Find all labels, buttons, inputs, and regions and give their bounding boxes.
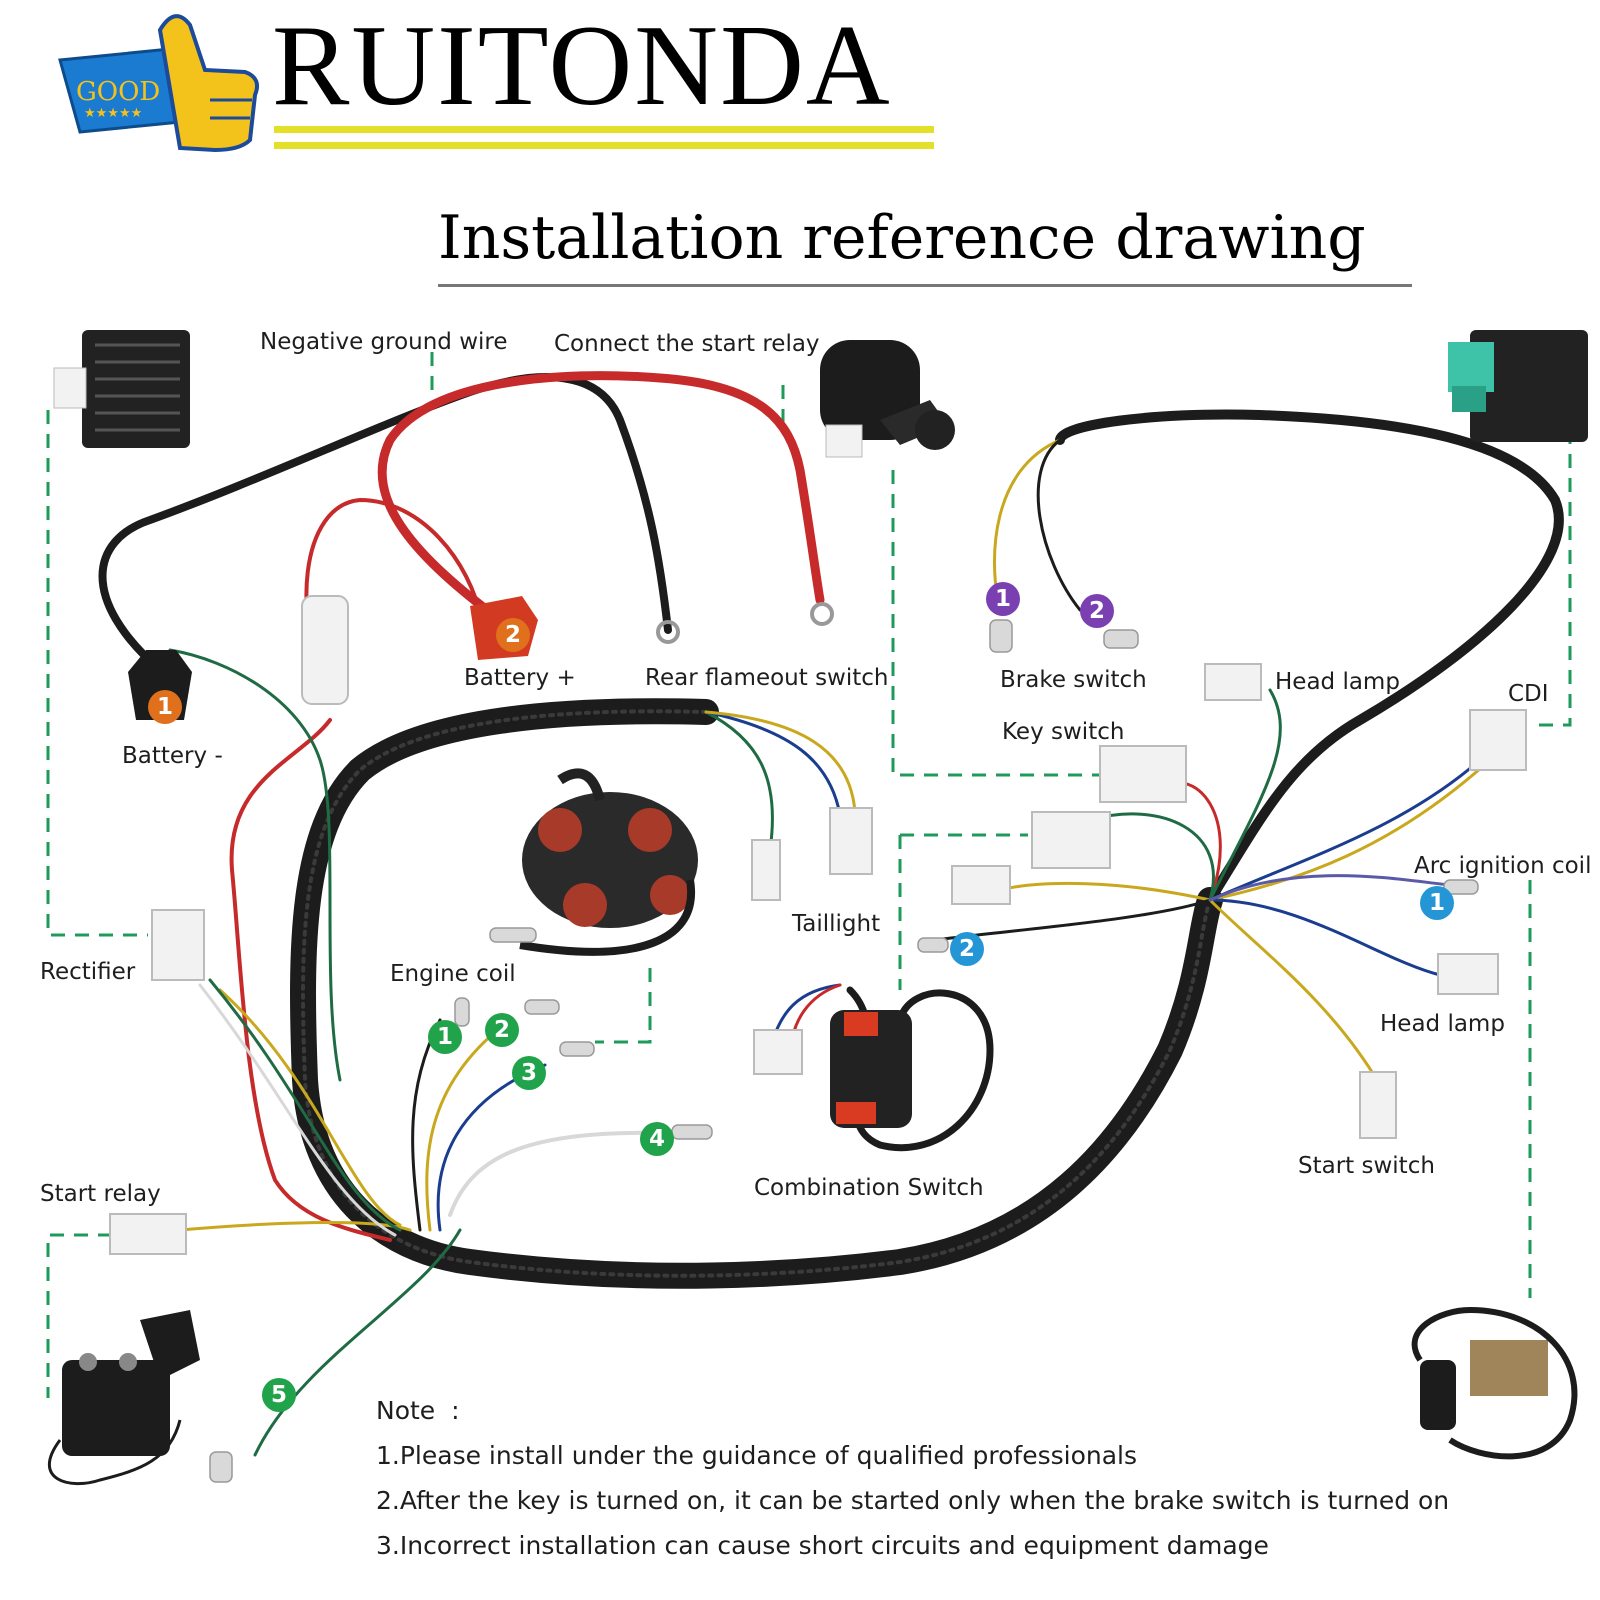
brand-underline xyxy=(274,142,934,149)
notes-section: Note : 1.Please install under the guidan… xyxy=(376,1388,1449,1568)
page-title: Installation reference drawing xyxy=(438,203,1366,273)
start-relay-icon xyxy=(47,1310,200,1486)
label-rectifier: Rectifier xyxy=(40,959,136,985)
label-start-relay: Start relay xyxy=(40,1181,161,1207)
label-rear-flameout-switch: Rear flameout switch xyxy=(645,665,889,691)
note-item: 3.Incorrect installation can cause short… xyxy=(376,1531,1269,1560)
badge-coil-4: 4 xyxy=(640,1122,674,1156)
badge-coil-5: 5 xyxy=(262,1378,296,1412)
fuse-holder-icon xyxy=(301,595,349,705)
badge-arc-1: 1 xyxy=(1420,886,1454,920)
label-key-switch: Key switch xyxy=(1002,719,1125,745)
label-arc-ignition-coil: Arc ignition coil xyxy=(1414,853,1592,879)
badge-battery-minus: 1 xyxy=(148,690,182,724)
key-switch-icon xyxy=(820,340,955,458)
arc-ignition-coil-icon xyxy=(1411,1306,1578,1460)
title-underline xyxy=(438,284,1412,287)
label-head-lamp-top: Head lamp xyxy=(1275,669,1400,695)
badge-battery-plus: 2 xyxy=(496,618,530,652)
label-connect-start-relay: Connect the start relay xyxy=(554,331,820,357)
label-negative-ground-wire: Negative ground wire xyxy=(260,329,508,355)
thumbs-up-logo-icon: GOOD ★★★★★ xyxy=(58,14,259,153)
badge-coil-1: 1 xyxy=(428,1020,462,1054)
label-brake-switch: Brake switch xyxy=(1000,667,1147,693)
badge-coil-2: 2 xyxy=(485,1013,519,1047)
stator-coil-icon xyxy=(519,768,698,956)
regulator-icon xyxy=(53,330,190,448)
label-start-switch: Start switch xyxy=(1298,1153,1435,1179)
note-item: 2.After the key is turned on, it can be … xyxy=(376,1486,1450,1515)
logo-good-text: GOOD xyxy=(76,77,160,107)
label-battery-plus: Battery + xyxy=(464,665,576,691)
combination-switch-icon xyxy=(830,1010,912,1128)
badge-arc-2: 2 xyxy=(950,932,984,966)
notes-heading: Note : xyxy=(376,1396,460,1425)
note-item: 1.Please install under the guidance of q… xyxy=(376,1441,1138,1470)
label-engine-coil: Engine coil xyxy=(390,961,516,987)
label-head-lamp-bottom: Head lamp xyxy=(1380,1011,1505,1037)
guide-lines xyxy=(46,352,1572,1398)
label-cdi: CDI xyxy=(1508,681,1549,707)
brand-underline xyxy=(274,126,934,133)
badge-coil-3: 3 xyxy=(512,1056,546,1090)
badge-brake-1: 1 xyxy=(986,582,1020,616)
label-battery-minus: Battery - xyxy=(122,743,223,769)
cdi-unit-icon xyxy=(1448,330,1588,442)
badge-brake-2: 2 xyxy=(1080,594,1114,628)
brand-name: RUITONDA xyxy=(272,2,892,130)
label-taillight: Taillight xyxy=(792,911,881,937)
main-harness xyxy=(290,409,1564,1289)
label-combination-switch: Combination Switch xyxy=(754,1175,984,1201)
svg-text:★★★★★: ★★★★★ xyxy=(84,106,142,121)
